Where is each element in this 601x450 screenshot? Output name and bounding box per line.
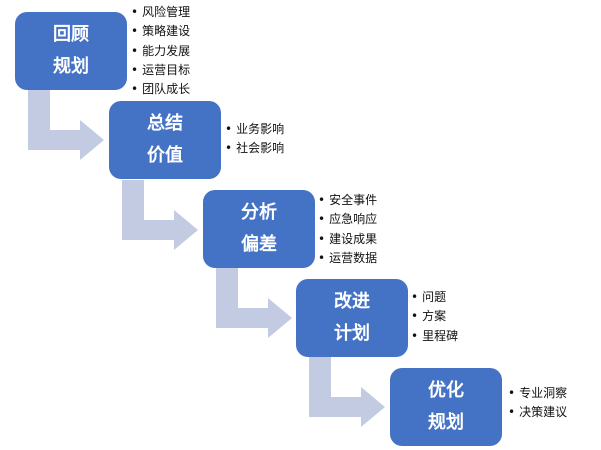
list-item: 社会影响 <box>225 139 284 158</box>
step-title-line1: 分析 <box>241 202 277 223</box>
list-item: 应急响应 <box>318 210 377 229</box>
step-5-items: 专业洞察 决策建议 <box>508 384 567 423</box>
step-title-line2: 计划 <box>334 323 370 344</box>
step-title-line2: 偏差 <box>241 234 277 255</box>
step-box-optimize-plan: 优化 规划 <box>390 368 502 446</box>
step-box-improvement-plan: 改进 计划 <box>296 279 408 357</box>
arrow-1 <box>28 90 104 160</box>
list-item: 运营目标 <box>131 61 190 80</box>
list-item: 风险管理 <box>131 3 190 22</box>
step-4-items: 问题 方案 里程碑 <box>411 288 458 346</box>
step-box-review-plan: 回顾 规划 <box>15 12 127 90</box>
step-3-items: 安全事件 应急响应 建设成果 运营数据 <box>318 191 377 268</box>
list-item: 业务影响 <box>225 120 284 139</box>
step-title-line2: 规划 <box>53 56 89 77</box>
list-item: 决策建议 <box>508 403 567 422</box>
list-item: 安全事件 <box>318 191 377 210</box>
step-2-items: 业务影响 社会影响 <box>225 120 284 159</box>
list-item: 团队成长 <box>131 80 190 99</box>
step-title-line2: 价值 <box>147 145 183 166</box>
step-title-line1: 优化 <box>428 380 464 401</box>
list-item: 方案 <box>411 307 458 326</box>
arrow-2 <box>122 180 198 250</box>
list-item: 运营数据 <box>318 249 377 268</box>
list-item: 里程碑 <box>411 327 458 346</box>
arrow-4 <box>309 357 385 427</box>
step-box-summarize-value: 总结 价值 <box>109 101 221 179</box>
list-item: 建设成果 <box>318 230 377 249</box>
step-box-analyze-deviation: 分析 偏差 <box>203 190 315 268</box>
step-title-line1: 改进 <box>334 291 370 312</box>
step-1-items: 风险管理 策略建设 能力发展 运营目标 团队成长 <box>131 3 190 99</box>
step-title-line2: 规划 <box>428 412 464 433</box>
step-title-line1: 总结 <box>147 113 183 134</box>
arrow-3 <box>216 268 292 338</box>
list-item: 能力发展 <box>131 42 190 61</box>
list-item: 专业洞察 <box>508 384 567 403</box>
list-item: 问题 <box>411 288 458 307</box>
step-title-line1: 回顾 <box>53 24 89 45</box>
list-item: 策略建设 <box>131 22 190 41</box>
